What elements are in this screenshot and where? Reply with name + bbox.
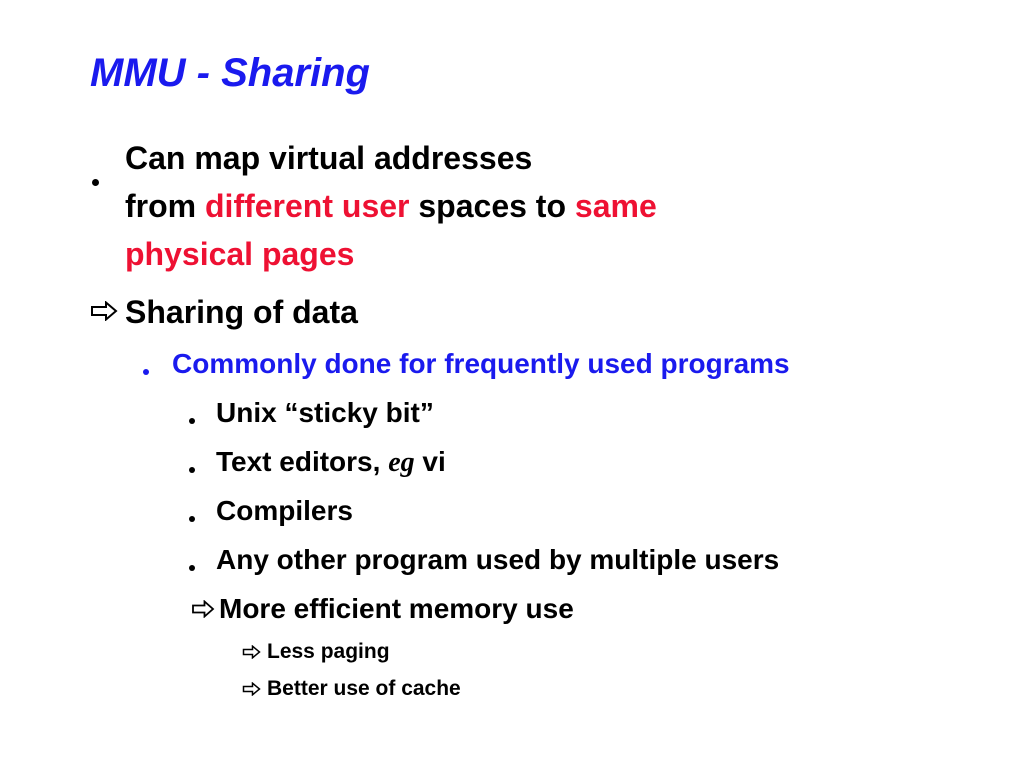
list-item-text: Text editors, — [216, 446, 389, 477]
arrow-text: Less paging — [267, 640, 390, 663]
round-bullet-icon — [189, 411, 195, 429]
list-item-text: vi — [414, 446, 446, 477]
bullet-text: Can map virtual addresses — [125, 140, 533, 176]
emphasis-text: same — [574, 188, 657, 224]
eg-text: eg — [388, 447, 415, 478]
arrow-text: Better use of cache — [267, 677, 461, 700]
slide-title: MMU - Sharing — [90, 51, 370, 95]
list-item: Any other program used by multiple users — [216, 540, 779, 580]
arrow-text: Sharing of data — [125, 294, 358, 330]
arrow-item-sharing: Sharing of data — [125, 288, 358, 336]
round-bullet-icon — [92, 173, 99, 191]
arrow-item-cache: Better use of cache — [267, 673, 461, 705]
outline-right-arrow-icon — [191, 600, 215, 618]
list-item-text: Any other program used by multiple users — [216, 544, 780, 575]
bullet-line-3: physical pages — [125, 230, 354, 278]
list-item-text: Compilers — [216, 495, 353, 526]
sub-bullet: Commonly done for frequently used progra… — [172, 344, 790, 384]
round-bullet-icon — [189, 509, 195, 527]
bullet-line-1: Can map virtual addresses — [125, 134, 532, 182]
bullet-text: spaces to — [409, 188, 575, 224]
arrow-text: More efficient memory use — [219, 593, 574, 624]
list-item: Compilers — [216, 491, 353, 531]
list-item: Text editors, eg vi — [216, 442, 446, 483]
arrow-item-efficiency: More efficient memory use — [219, 589, 574, 629]
emphasis-text: different user — [205, 188, 410, 224]
outline-right-arrow-icon — [90, 301, 118, 321]
round-bullet-icon — [189, 460, 195, 478]
outline-right-arrow-icon — [242, 682, 261, 696]
bullet-text: from — [125, 188, 205, 224]
bullet-line-2: from different user spaces to same — [125, 182, 657, 230]
round-bullet-icon — [189, 558, 195, 576]
arrow-item-paging: Less paging — [267, 636, 390, 668]
list-item: Unix “sticky bit” — [216, 393, 434, 433]
list-item-text: Unix “sticky bit” — [216, 397, 434, 428]
round-bullet-icon — [143, 362, 149, 380]
emphasis-text: physical pages — [125, 236, 355, 272]
outline-right-arrow-icon — [242, 645, 261, 659]
sub-bullet-text: Commonly done for frequently used progra… — [172, 348, 790, 379]
